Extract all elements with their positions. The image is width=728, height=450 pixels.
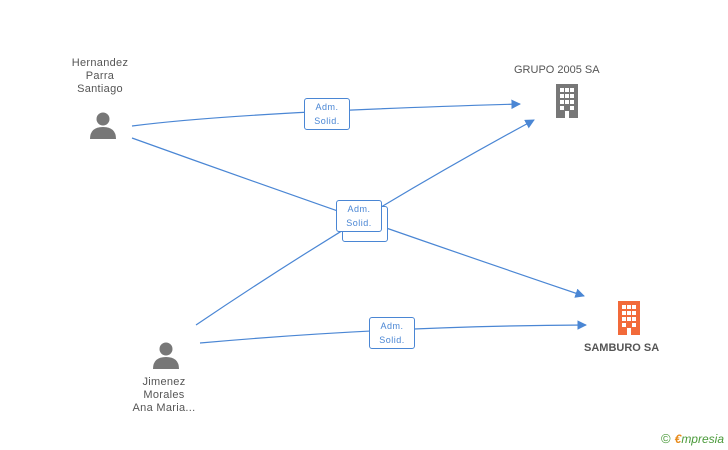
copyright-icon: © (661, 431, 671, 446)
edge-label-hernandez-grupo[interactable]: Adm. Solid. (304, 98, 350, 130)
empresia-watermark: ©€mpresia (661, 431, 724, 446)
edge-label-type: Solid. (314, 116, 340, 126)
company-grupo-label: GRUPO 2005 SA (514, 64, 600, 76)
edge-label-role: Adm. (315, 102, 339, 112)
brand-logo-mark: € (674, 432, 682, 446)
person-hernandez-label: Hernandez Parra Santiago (40, 57, 160, 96)
person-jimenez-line-3: Ana Maria... (132, 402, 196, 414)
edge-label-center[interactable]: Adm. Solid. (336, 200, 382, 232)
person-jimenez-line-2: Morales (143, 389, 185, 401)
person-hernandez-line-3: Santiago (77, 83, 123, 95)
building-icon[interactable] (614, 300, 644, 336)
person-icon[interactable] (88, 110, 118, 140)
brand-logo-text: mpresia (681, 432, 724, 446)
person-jimenez-line-1: Jimenez (142, 376, 186, 388)
edge-label-jimenez-samburo[interactable]: Adm. Solid. (369, 317, 415, 349)
edge-label-role: Adm. (380, 321, 404, 331)
person-hernandez-line-2: Parra (85, 70, 115, 82)
building-icon[interactable] (552, 83, 582, 119)
person-jimenez-label: Jimenez Morales Ana Maria... (104, 376, 224, 415)
edge-label-role: Adm. (347, 204, 371, 214)
person-hernandez-line-1: Hernandez (71, 57, 129, 69)
company-samburo-label: SAMBURO SA (584, 342, 660, 354)
edge-label-type: Solid. (346, 218, 372, 228)
edge-hernandez-grupo (131, 99, 521, 127)
person-icon[interactable] (151, 340, 181, 370)
edge-label-type: Solid. (379, 335, 405, 345)
